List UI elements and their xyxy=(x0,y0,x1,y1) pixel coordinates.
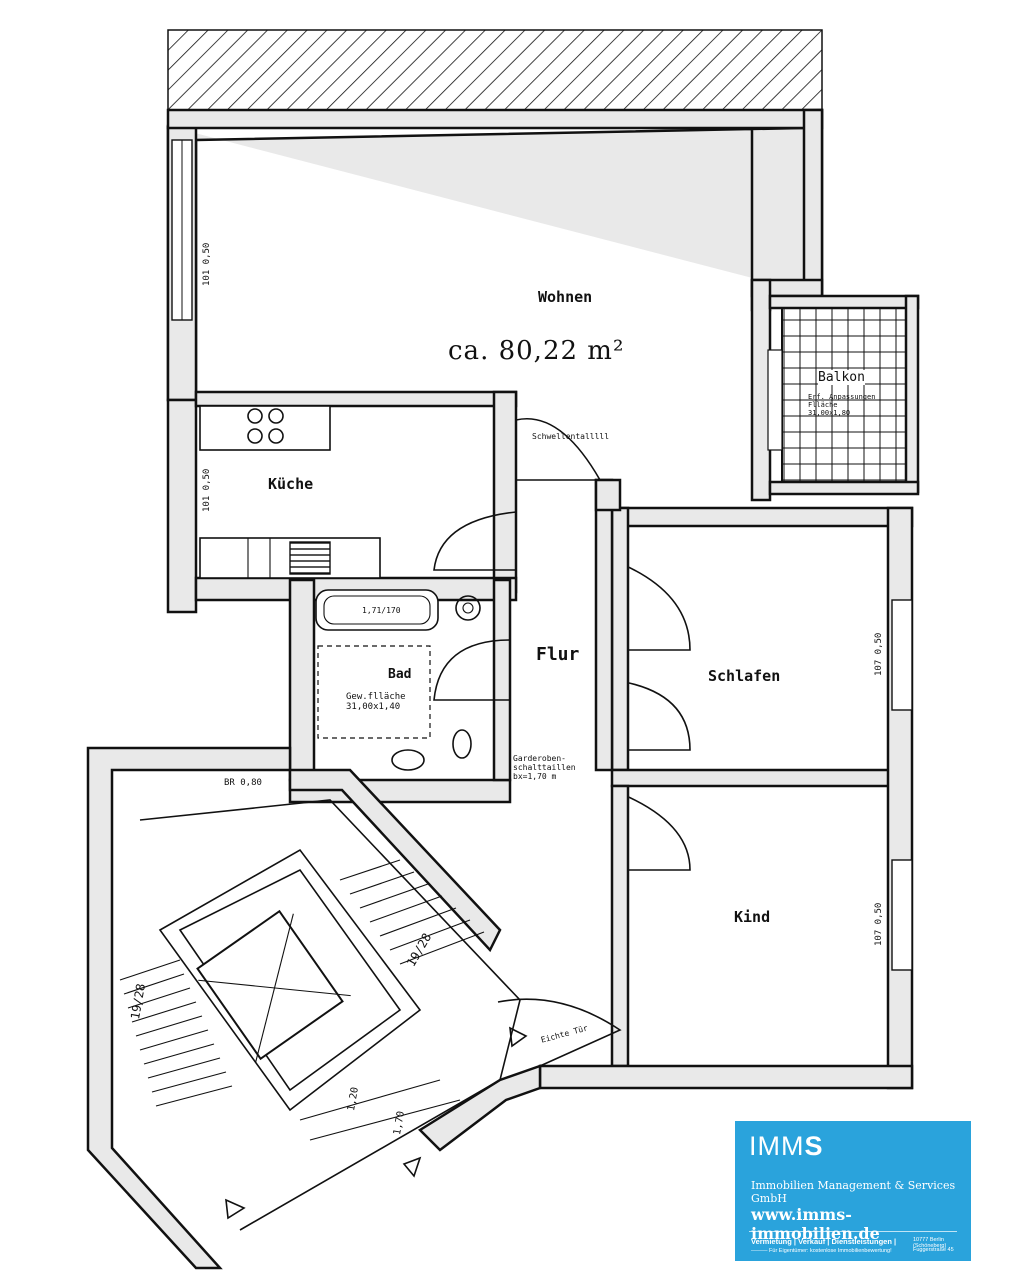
staircase-outer-wall xyxy=(86,746,292,1270)
logo-brand: IMMS xyxy=(749,1131,824,1161)
stair-steps xyxy=(119,859,485,1107)
imms-logo-box: IMMS Immobilien Management & Services Gm… xyxy=(735,1121,971,1261)
logo-owner-note: ——— Für Eigentümer: kostenlose Immobilie… xyxy=(751,1248,892,1254)
room-label-schlafen: Schlafen xyxy=(708,667,781,685)
window-note-kueche: 101 0,50 xyxy=(202,468,212,512)
logo-address-2: Fuggerstraße 45 xyxy=(913,1247,954,1253)
window-note-schlafen: 107 0,50 xyxy=(874,632,884,676)
room-label-bad: Bad xyxy=(388,667,412,682)
bathtub xyxy=(315,589,439,631)
logo-address-1: 10777 Berlin (Schöneberg) xyxy=(913,1237,947,1249)
shower-area xyxy=(317,645,431,739)
room-label-kind: Kind xyxy=(734,908,771,926)
elevator-shaft xyxy=(196,909,344,1061)
window-note-wohnen: 101 0,50 xyxy=(202,242,212,286)
room-label-kueche: Küche xyxy=(268,475,314,493)
area-note: ca. 80,22 m² xyxy=(448,336,625,366)
window-schlafen xyxy=(891,599,913,711)
window-kind xyxy=(891,859,913,971)
bad-area-note: Gew.flläche 31,00x1,40 xyxy=(346,692,406,712)
logo-subtitle: Immobilien Management & Services GmbH xyxy=(751,1179,956,1205)
room-label-wohnen: Wohnen xyxy=(538,288,593,306)
balcony-tiles xyxy=(781,299,913,483)
bathtub-dimension: 1,71/170 xyxy=(362,606,401,615)
room-label-flur: Flur xyxy=(536,644,580,665)
logo-divider xyxy=(749,1231,957,1232)
flur-note: Garderoben- schalttaillen bx=1,70 m xyxy=(513,754,576,781)
balkon-area-note: Erf. Anpassungen Flläche 31,00x1,80 xyxy=(808,393,876,417)
kitchen-counter xyxy=(199,405,331,451)
bru-note: BR 0,80 xyxy=(224,778,262,788)
logo-url[interactable]: www.imms-immobilien.de xyxy=(751,1205,880,1243)
room-label-balkon: Balkon xyxy=(818,370,865,385)
window-note-kind: 107 0,50 xyxy=(874,902,884,946)
stair-eye xyxy=(158,848,422,1112)
logo-services: Vermietung | Verkauf | Dienstleistungen … xyxy=(751,1237,897,1246)
schwelle-note: Schwellentalllll xyxy=(532,432,610,441)
